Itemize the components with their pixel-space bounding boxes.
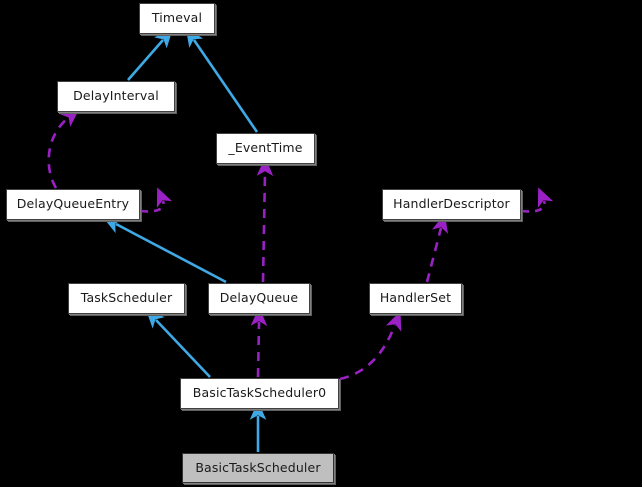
edge-handlerset-to-handlerdescriptor xyxy=(425,213,449,283)
class-node-label: HandlerSet xyxy=(379,290,452,306)
class-node-label: HandlerDescriptor xyxy=(393,196,510,212)
class-node-label: DelayInterval xyxy=(73,88,159,104)
class-node-taskscheduler[interactable]: TaskScheduler xyxy=(68,283,185,314)
class-node-delayqueue[interactable]: DelayQueue xyxy=(208,283,310,314)
class-node-label: _EventTime xyxy=(228,140,303,156)
class-node-label: Timeval xyxy=(151,10,203,26)
edge-delayinterval-to-timeval xyxy=(127,28,173,81)
class-node-label: BasicTaskScheduler0 xyxy=(192,385,327,401)
class-node-basictaskscheduler[interactable]: BasicTaskScheduler xyxy=(182,453,334,483)
class-node-label: DelayQueue xyxy=(219,290,299,306)
class-node-handlerset[interactable]: HandlerSet xyxy=(369,283,462,314)
edge-delayqueue-to-eventtime xyxy=(256,157,274,283)
edge-basictaskscheduler0-to-taskscheduler xyxy=(145,309,211,378)
edge-eventtime-to-timeval xyxy=(185,27,259,133)
class-node-timeval[interactable]: Timeval xyxy=(139,3,215,34)
edge-delayqueue-to-delayqueueentry xyxy=(102,217,227,284)
class-node-delayqueueentry[interactable]: DelayQueueEntry xyxy=(6,189,140,220)
edge-handlerdescriptor-self-loop xyxy=(521,187,554,213)
class-node-handlerdescriptor[interactable]: HandlerDescriptor xyxy=(382,189,521,220)
class-node-label: TaskScheduler xyxy=(80,290,173,306)
edge-delayqueueentry-to-delayinterval xyxy=(47,108,80,189)
edge-basictaskscheduler0-to-handlerset xyxy=(339,311,402,381)
class-node-label: DelayQueueEntry xyxy=(16,196,130,212)
class-node-eventtime[interactable]: _EventTime xyxy=(216,133,315,164)
edge-basictaskscheduler0-to-delayqueue xyxy=(250,307,268,378)
class-node-delayinterval[interactable]: DelayInterval xyxy=(57,81,175,112)
class-node-basictaskscheduler0[interactable]: BasicTaskScheduler0 xyxy=(180,378,339,409)
edge-delayqueueentry-self-loop xyxy=(140,187,173,213)
class-node-label: BasicTaskScheduler xyxy=(195,459,321,475)
